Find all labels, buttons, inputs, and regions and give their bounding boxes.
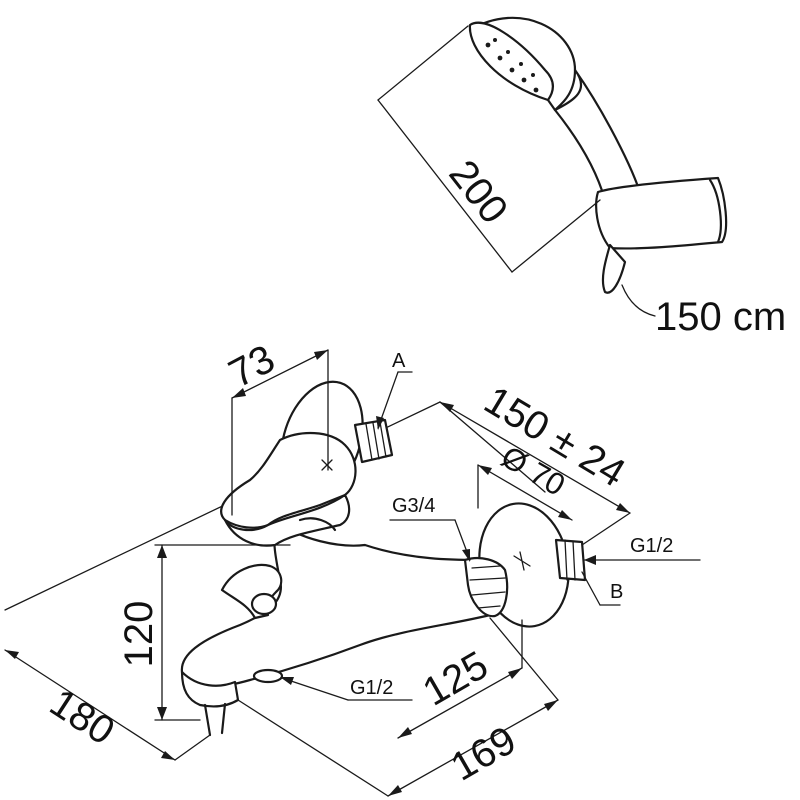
connection-b-label: B [610,581,623,603]
hose-length-label: 150 cm [655,295,786,339]
projection-label: 125 [416,643,496,714]
height-label: 120 [117,601,161,668]
handle-offset-label: 73 [222,337,282,397]
outlet-thread-label: G3/4 [392,495,435,517]
mixer-illustration [4,380,587,737]
shower-head-length-label: 200 [440,152,516,232]
connection-a-label: A [392,350,406,372]
depth-label: 180 [42,680,122,753]
spout-reach-label: 169 [444,718,524,789]
hand-shower-illustration: 200 150 cm [377,16,786,339]
spout-thread-label: G1/2 [350,677,393,699]
inlet-thread-label: G1/2 [630,535,673,557]
